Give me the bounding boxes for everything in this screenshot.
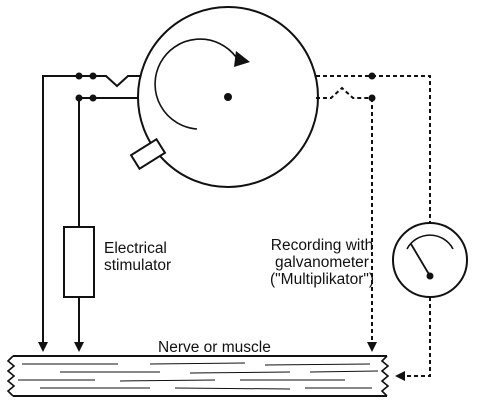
recording-label-line2: galvanometer — [275, 254, 369, 271]
rec-switch-lever — [316, 86, 372, 99]
stim-outer-wire — [38, 75, 93, 352]
recording-label: Recording with galvanometer ("Multiplika… — [270, 237, 374, 288]
tissue-right-edge — [380, 355, 390, 397]
recording-circuit — [316, 75, 431, 381]
stimulator-label: Electrical stimulator — [104, 240, 171, 274]
recording-label-line1: Recording with — [270, 237, 374, 254]
stimulator-label-line2: stimulator — [104, 257, 172, 274]
rotation-arrow-head — [234, 51, 250, 67]
galvanometer-body — [392, 222, 468, 298]
tissue-body — [13, 356, 387, 396]
rec-outer-wire — [372, 75, 431, 223]
recording-label-line3: ("Multiplikator") — [270, 271, 375, 288]
wheel-handle — [129, 137, 167, 171]
galvanometer-pivot — [426, 272, 434, 280]
stim-terminal-top — [75, 72, 83, 80]
rec-terminal-bottom — [368, 94, 376, 102]
nerve-muscle-tissue — [6, 355, 390, 397]
galvanometer — [392, 222, 468, 298]
tissue-fibers — [18, 362, 379, 390]
galvanometer-scale — [406, 234, 454, 250]
stim-switch-contact — [93, 75, 141, 88]
stim-inner-wire — [74, 97, 93, 352]
stim-terminal-top-right — [89, 72, 97, 80]
rec-terminal-top — [368, 72, 376, 80]
stimulator-label-line1: Electrical — [104, 240, 167, 257]
stim-terminal-bottom-right — [89, 94, 97, 102]
stimulating-circuit — [38, 75, 141, 352]
tissue-label: Nerve or muscle — [158, 339, 271, 356]
tissue-left-edge — [6, 355, 16, 397]
stimulator-box — [63, 226, 95, 298]
rec-return-wire — [395, 297, 431, 381]
galvanometer-needle — [410, 243, 431, 277]
stim-terminal-bottom — [75, 94, 83, 102]
wheel-axle-dot — [224, 93, 232, 101]
rotation-arrow-arc — [154, 38, 237, 130]
